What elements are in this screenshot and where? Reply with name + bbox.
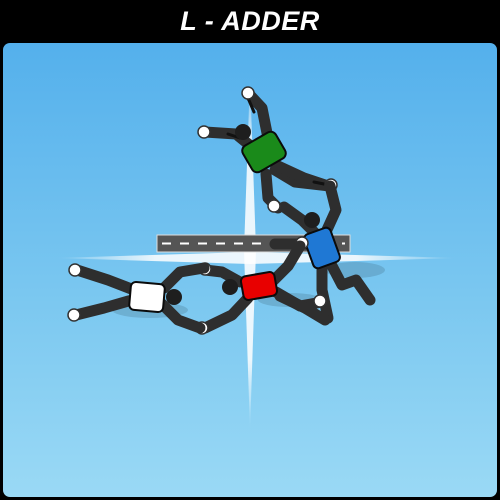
skydiver-blue [267,180,376,324]
white-glove-icon [68,263,82,277]
blue-jersey [303,226,341,270]
green-head [235,124,251,140]
sky-panel [3,43,497,497]
green-glove-icon [197,125,211,139]
formation-scene [55,78,458,430]
red-jersey [239,271,279,301]
white-jersey [128,280,166,314]
skydiver-white [67,262,210,334]
green-jersey [241,130,287,174]
white-head [166,289,182,305]
red-glove-icon [313,294,327,308]
page-title: L - ADDER [180,5,320,36]
blue-glove-icon [267,199,281,213]
white-glove-icon [67,308,81,322]
title-bar: L - ADDER [0,0,500,42]
blue-head [304,212,320,228]
skydiver-red [195,240,331,335]
skydiver-green [197,86,338,214]
ground-crosshair-icon [55,78,458,430]
red-head [222,279,238,295]
green-glove-icon [241,86,255,100]
